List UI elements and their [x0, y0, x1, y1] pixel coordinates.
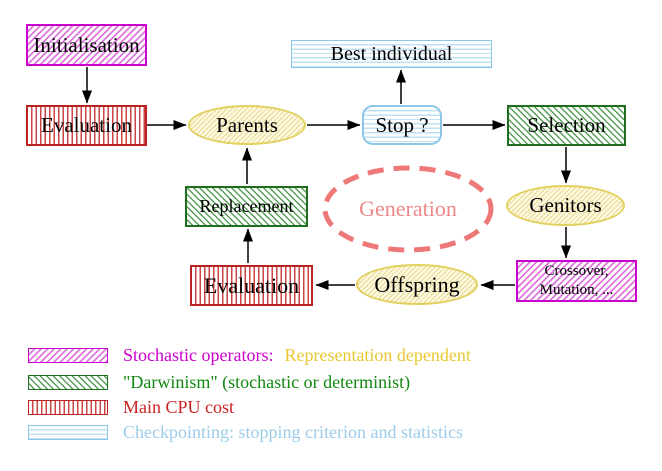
legend-row-darwinism: "Darwinism" (stochastic or determinist) [123, 372, 411, 392]
flow-arrows [82, 67, 571, 290]
legend-row-cpu-cost: Main CPU cost [123, 397, 235, 417]
node-best-individual: Best individual [291, 40, 492, 68]
legend-label-stochastic: Stochastic operators: [123, 345, 274, 365]
generation-loop-dashed-ellipse [322, 165, 494, 253]
crossover-line2: Mutation, ... [539, 282, 614, 298]
node-selection: Selection [507, 105, 626, 146]
node-evaluation-bottom: Evaluation [190, 265, 313, 306]
node-genitors: Genitors [506, 185, 625, 226]
legend-swatch-cpu-cost [28, 400, 108, 415]
node-evaluation-top: Evaluation [26, 105, 147, 146]
node-crossover-mutation: Crossover, Mutation, ... [516, 260, 637, 302]
legend-swatch-stochastic-operators [28, 348, 108, 363]
node-replacement: Replacement [185, 186, 308, 227]
node-stop-test: Stop ? [362, 105, 442, 145]
legend-swatch-checkpointing [28, 425, 108, 440]
legend-row-checkpointing: Checkpointing: stopping criterion and st… [123, 422, 463, 442]
legend-label-representation: Representation dependent [284, 345, 471, 365]
node-initialisation: Initialisation [26, 24, 147, 66]
crossover-line1: Crossover, [544, 262, 609, 279]
node-parents: Parents [188, 105, 306, 145]
generation-loop-label: Generation [359, 196, 457, 221]
node-offspring: Offspring [356, 264, 478, 305]
legend-row-stochastic-operators: Stochastic operators: Representation depe… [123, 345, 471, 366]
legend-swatch-darwinism [28, 375, 108, 390]
